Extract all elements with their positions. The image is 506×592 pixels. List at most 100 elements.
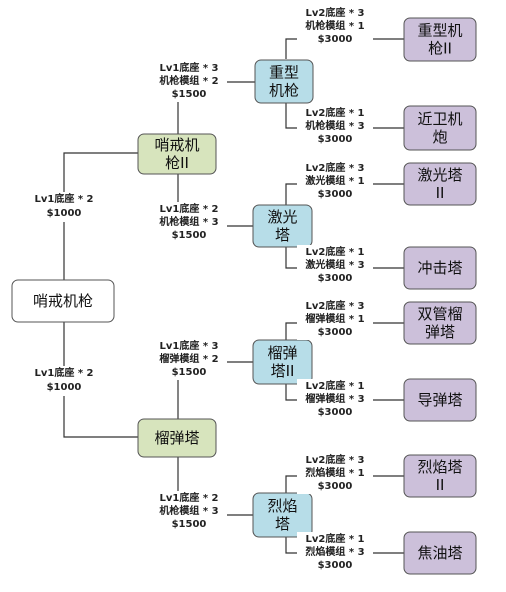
cost-label-bg	[297, 453, 373, 494]
node-label: 导弹塔	[417, 391, 462, 409]
cost-label-bg	[297, 6, 373, 47]
cost-line: $1500	[172, 519, 207, 530]
cost-line: Lv2底座 * 3	[306, 6, 365, 19]
cost-label-bg	[151, 339, 227, 380]
cost-line: 机枪模组 * 3	[159, 215, 218, 228]
node-label: 机枪	[269, 82, 299, 100]
cost-label-bg	[151, 491, 227, 532]
node-box	[254, 59, 314, 104]
cost-line: 烈焰模组 * 3	[305, 545, 364, 558]
cost-line: Lv2底座 * 1	[306, 106, 365, 119]
node-box	[403, 105, 477, 151]
cost-line: $1000	[47, 382, 82, 393]
node-label: II	[436, 184, 445, 202]
node-box	[252, 204, 313, 248]
cost-line: Lv1底座 * 2	[160, 202, 219, 215]
cost-line: 激光模组 * 1	[305, 174, 364, 187]
cost-label-root-to-grenade: Lv1底座 * 2$1000	[26, 366, 102, 396]
node-napalm: 焦油塔	[403, 531, 477, 575]
cost-line: Lv2底座 * 3	[306, 161, 365, 174]
node-box	[137, 418, 217, 458]
cost-line: 榴弹模组 * 2	[159, 352, 218, 365]
cost-line: Lv1底座 * 3	[160, 339, 219, 352]
node-box	[252, 339, 313, 385]
cost-label-bg	[297, 161, 373, 202]
cost-label-bg	[297, 299, 373, 340]
cost-line: $3000	[318, 189, 353, 200]
node-label: 焦油塔	[417, 544, 462, 562]
node-label: 枪II	[428, 40, 452, 58]
node-label: 塔	[275, 226, 290, 244]
cost-line: Lv1底座 * 2	[160, 491, 219, 504]
node-label: 近卫机	[417, 110, 462, 128]
cost-line: $3000	[318, 327, 353, 338]
node-label: 哨戒机枪	[33, 292, 93, 310]
cost-line: 机枪模组 * 3	[159, 504, 218, 517]
node-label: 塔	[275, 515, 290, 533]
cost-line: $1500	[172, 367, 207, 378]
cost-line: $3000	[318, 407, 353, 418]
node-label: 哨戒机	[154, 136, 199, 154]
cost-label-bg	[297, 106, 373, 147]
node-label: 激光	[267, 208, 297, 226]
node-label: 烈焰塔	[417, 458, 462, 476]
cost-line: 机枪模组 * 3	[305, 119, 364, 132]
node-label: 炮	[432, 128, 447, 146]
cost-line: Lv2底座 * 1	[306, 532, 365, 545]
cost-label-bg	[26, 192, 102, 222]
node-grenade: 榴弹塔	[137, 418, 217, 458]
node-label: 榴弹塔	[154, 429, 199, 447]
cost-line: 机枪模组 * 2	[159, 74, 218, 87]
node-box	[403, 17, 477, 62]
cost-line: Lv1底座 * 2	[35, 192, 94, 205]
cost-label-bg	[297, 379, 373, 420]
cost-line: Lv2底座 * 1	[306, 245, 365, 258]
node-label: II	[436, 476, 445, 494]
cost-label-bg	[26, 366, 102, 396]
cost-line: 榴弹模组 * 1	[305, 312, 364, 325]
node-label: 塔II	[271, 362, 295, 380]
cost-line: 榴弹模组 * 3	[305, 392, 364, 405]
node-label: 重型	[269, 64, 299, 82]
cost-line: $3000	[318, 134, 353, 145]
cost-line: $3000	[318, 560, 353, 571]
node-box	[403, 301, 477, 345]
node-box	[403, 531, 477, 575]
cost-line: Lv2底座 * 1	[306, 379, 365, 392]
node-label: 双管榴	[417, 305, 462, 323]
cost-line: 烈焰模组 * 1	[305, 466, 364, 479]
node-impact: 冲击塔	[403, 246, 477, 290]
cost-label-bg	[297, 532, 373, 573]
node-label: 弹塔	[425, 323, 455, 341]
cost-line: $1500	[172, 89, 207, 100]
cost-line: $3000	[318, 273, 353, 284]
node-box	[403, 162, 477, 206]
cost-line: Lv2底座 * 3	[306, 453, 365, 466]
node-label: 激光塔	[417, 166, 462, 184]
node-label: 重型机	[417, 22, 462, 40]
cost-label-bg	[151, 202, 227, 243]
cost-line: $1500	[172, 230, 207, 241]
cost-line: 激光模组 * 3	[305, 258, 364, 271]
node-label: 冲击塔	[417, 259, 462, 277]
cost-label-root-to-sentry2: Lv1底座 * 2 $1000	[26, 192, 102, 222]
node-box	[11, 279, 115, 323]
cost-line: $3000	[318, 34, 353, 45]
cost-line: $1000	[47, 208, 82, 219]
